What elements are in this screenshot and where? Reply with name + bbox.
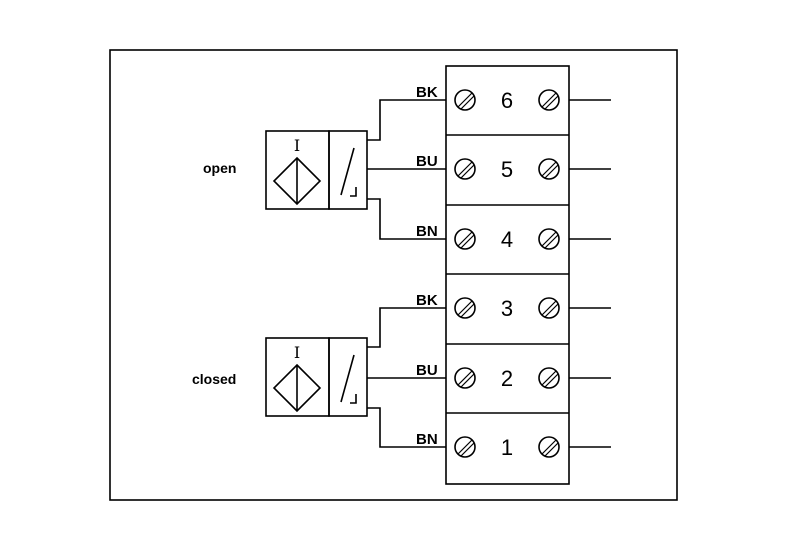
screw-slot [541,161,557,177]
wire-label-bu: BU [416,362,438,379]
slotted-screw-icon [454,89,476,111]
screw-slot [460,164,475,179]
sensor-label: open [203,160,236,176]
terminal-number: 2 [501,366,513,391]
screw-slot [544,164,559,179]
inductive-proximity-sensor-icon: I [265,130,330,210]
screw-slot [460,373,475,388]
sensor-symbol-letter: I [294,343,300,362]
slotted-screw-icon [538,436,560,458]
wire-label-bu: BU [416,153,438,170]
terminal-number: 5 [501,157,513,182]
terminal-row-3: 3 [454,296,611,321]
slotted-screw-icon [538,228,560,250]
screw-slot [457,370,473,386]
screw-slot [544,442,559,457]
sensor-label: closed [192,371,236,387]
slotted-screw-icon [538,89,560,111]
wire-label-bn: BN [416,431,438,448]
terminal-block-outline [445,65,570,485]
contact-body [328,130,368,210]
contact-terminal [350,394,357,404]
screw-slot [457,161,473,177]
sensor-symbol-letter: I [294,136,300,155]
switch-contact-icon [328,130,368,210]
screw-slot [541,370,557,386]
contact-arm [340,147,355,196]
slotted-screw-icon [454,436,476,458]
terminal-number: 6 [501,88,513,113]
slotted-screw-icon [454,158,476,180]
terminal-row-2: 2 [454,366,611,391]
wire-bk [367,307,446,348]
screw-slot [541,92,557,108]
screw-slot [541,439,557,455]
contact-terminal [350,187,357,197]
screw-slot [460,234,475,249]
slotted-screw-icon [538,297,560,319]
terminal-block [445,65,570,485]
slotted-screw-icon [538,158,560,180]
screw-slot [544,95,559,110]
slotted-screw-icon [538,367,560,389]
terminal-row-4: 4 [454,227,611,252]
screw-slot [544,373,559,388]
switch-contact-icon [328,337,368,417]
wire-label-bk: BK [416,84,438,101]
terminal-row-6: 6 [454,88,611,113]
screw-slot [457,439,473,455]
sensor-closed: closed I BK BU BN [192,292,446,448]
terminal-row-5: 5 [454,157,611,182]
terminal-number: 3 [501,296,513,321]
wire-bk [367,99,446,141]
screw-slot [544,234,559,249]
terminal-number: 4 [501,227,513,252]
diagram-frame [109,49,678,501]
wire-bn [367,407,446,448]
slotted-screw-icon [454,367,476,389]
screw-slot [460,303,475,318]
screw-slot [457,300,473,316]
terminal-row-1: 1 [454,435,611,460]
sensor-open: open I BK BU BN [203,84,446,240]
slotted-screw-icon [454,228,476,250]
contact-arm [340,354,355,403]
slotted-screw-icon [454,297,476,319]
screw-slot [457,231,473,247]
screw-slot [460,95,475,110]
terminal-number: 1 [501,435,513,460]
screw-slot [541,231,557,247]
contact-body [328,337,368,417]
screw-slot [460,442,475,457]
wire-bn [367,198,446,240]
screw-slot [544,303,559,318]
wire-label-bn: BN [416,223,438,240]
inductive-proximity-sensor-icon: I [265,337,330,417]
screw-slot [457,92,473,108]
screw-slot [541,300,557,316]
wire-label-bk: BK [416,292,438,309]
